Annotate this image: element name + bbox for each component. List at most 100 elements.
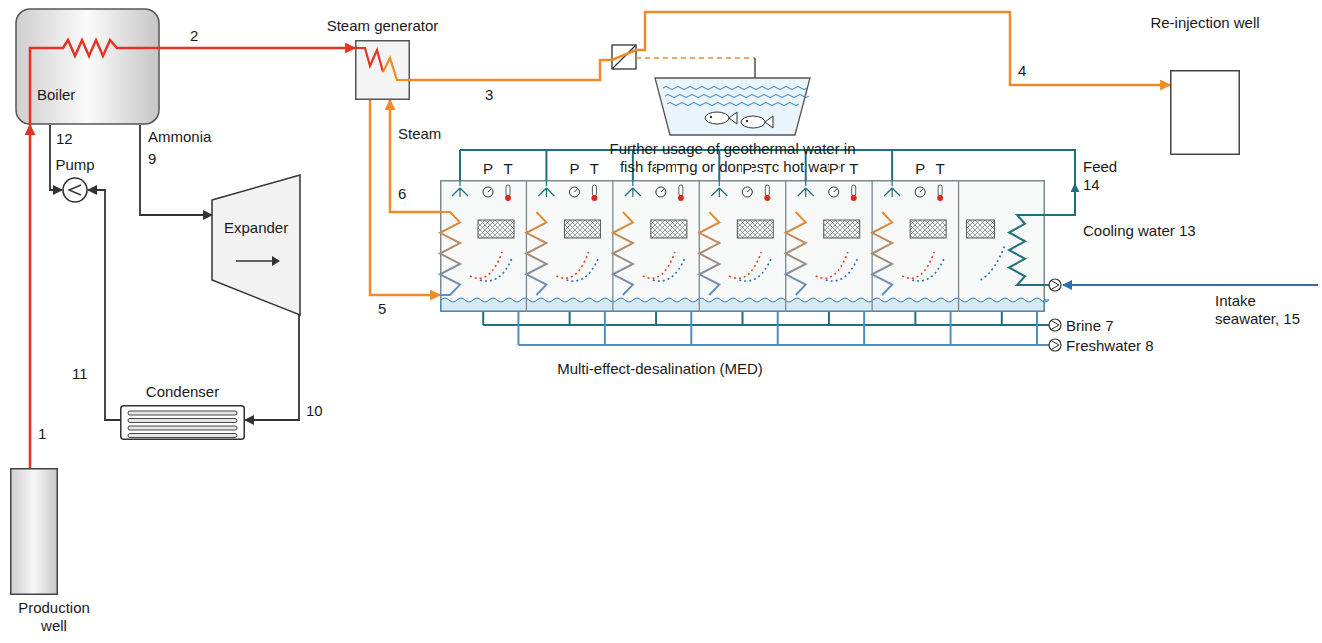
med-unit: Multi-effect-desalination (MED) [440, 180, 1045, 312]
rect-outline [1170, 70, 1240, 155]
gauge-letter: T [503, 160, 512, 178]
node-label: Production well [4, 599, 104, 635]
label-holder: 3 [485, 86, 493, 104]
trap-outline [212, 175, 300, 315]
label-holder: T [503, 160, 512, 178]
pump-symbol [1049, 319, 1061, 331]
label-holder: P [483, 160, 493, 178]
stream-label: Feed [1083, 158, 1117, 176]
expander-turbine: Expander [212, 175, 300, 315]
gauge-letter: P [915, 160, 925, 178]
gauge-letter: P [569, 160, 579, 178]
gauge-letter: P [483, 160, 493, 178]
stream-label: Ammonia [148, 128, 211, 146]
heat-exchanger-symbol [612, 45, 636, 69]
flow-line [29, 125, 32, 468]
stream-label: Brine 7 [1066, 317, 1114, 335]
gauge-letter: P [656, 160, 666, 178]
pump-symbol [1049, 339, 1061, 351]
pipe-line [1052, 341, 1059, 349]
gauge-letter: T [676, 160, 685, 178]
label-holder: 1 [38, 425, 46, 443]
pipe-line [1063, 284, 1318, 286]
flow-line [410, 12, 1170, 85]
label-holder: P [742, 160, 752, 178]
callout-number: 14 [1083, 176, 1100, 194]
node-label: Pump [50, 156, 100, 174]
node-label: Condenser [120, 383, 245, 401]
callout-number: 5 [378, 300, 386, 318]
node-label: Boiler [37, 86, 117, 104]
pump-outline [62, 177, 88, 203]
node-label: Multi-effect-desalination (MED) [545, 360, 775, 378]
stream-label: Cooling water 13 [1083, 222, 1196, 240]
label-holder: T [849, 160, 858, 178]
flow-line [140, 125, 212, 215]
stream-label: Intake seawater, 15 [1215, 292, 1315, 328]
label-holder: P [569, 160, 579, 178]
heat-transfer-line [636, 57, 755, 59]
callout-number: 6 [398, 185, 406, 203]
label-holder: 12 [56, 130, 73, 148]
flow-line [390, 100, 440, 212]
callout-number: 10 [306, 402, 323, 420]
label-holder: P [915, 160, 925, 178]
label-holder: Intake seawater, 15 [1215, 292, 1315, 328]
pipe-line [891, 150, 893, 180]
label-holder: 11 [72, 365, 88, 383]
callout-number: 1 [38, 425, 46, 443]
label-holder: T [590, 160, 599, 178]
gauge-letter: P [742, 160, 752, 178]
label-holder: Freshwater 8 [1066, 337, 1154, 355]
gauge-letter: T [936, 160, 945, 178]
condenser-unit: Condenser [120, 405, 245, 440]
production-well: Production well [10, 468, 58, 595]
pipe-line [483, 312, 1049, 325]
pipe-line [1052, 281, 1059, 289]
med-outline [440, 180, 1045, 312]
label-holder: Feed [1083, 158, 1117, 176]
label-holder: 10 [306, 402, 323, 420]
label-holder: P [656, 160, 666, 178]
flow-line [160, 47, 355, 50]
label-holder: Cooling water 13 [1083, 222, 1196, 240]
gauge-letter: P [829, 160, 839, 178]
pipe-line [1052, 321, 1059, 329]
pump-symbol: Pump [62, 177, 88, 203]
cond-outline [120, 405, 245, 440]
label-holder: 9 [148, 150, 156, 168]
stream-label: Freshwater 8 [1066, 337, 1154, 355]
pipe-line [1074, 184, 1076, 198]
callout-number: 2 [190, 27, 198, 45]
node-label: Re-injection well [1150, 14, 1260, 32]
sg-outline [355, 40, 410, 100]
callout-number: 4 [1018, 62, 1026, 80]
label-holder: 14 [1083, 176, 1100, 194]
node-label: Further usage of geothermal water in fis… [600, 140, 865, 176]
boiler-outline [15, 8, 160, 125]
pump-symbol [1049, 279, 1061, 291]
label-holder: 4 [1018, 62, 1026, 80]
label-holder: 6 [398, 185, 406, 203]
tank-outline [655, 78, 810, 135]
gauge-letter: T [763, 160, 772, 178]
label-holder: 5 [378, 300, 386, 318]
pipe-line [459, 150, 461, 180]
label-holder: T [676, 160, 685, 178]
callout-number: 12 [56, 130, 73, 148]
pipe-line [518, 312, 1049, 345]
flow-line [88, 190, 120, 420]
node-label: Expander [224, 219, 298, 237]
gauge-letter: T [590, 160, 599, 178]
label-holder: Steam [398, 125, 441, 143]
node-label: Steam generator [315, 17, 450, 35]
callout-number: 11 [72, 365, 88, 383]
label-holder: T [936, 160, 945, 178]
fish-tank: Further usage of geothermal water in fis… [655, 78, 810, 135]
flow-line [245, 315, 299, 420]
gauge-letter: T [849, 160, 858, 178]
steam-generator: Steam generator [355, 40, 410, 100]
stream-label: Steam [398, 125, 441, 143]
callout-number: 9 [148, 150, 156, 168]
reinjection-well: Re-injection well [1170, 70, 1240, 155]
